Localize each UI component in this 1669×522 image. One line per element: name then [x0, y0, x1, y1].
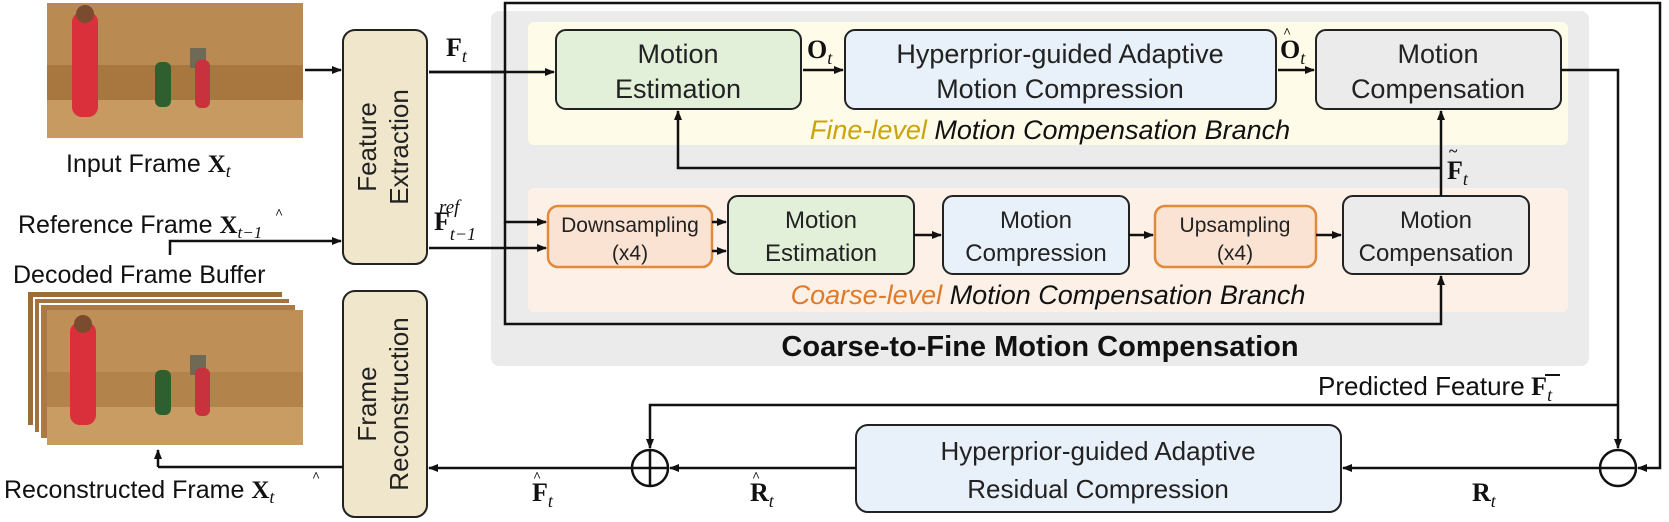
- decoded-frames-stack: [26, 290, 303, 445]
- coarse-motion-estimation-box: Motion Estimation: [727, 195, 915, 275]
- svg-text:Hyperprior-guided Adaptive: Hyperprior-guided Adaptive: [896, 39, 1223, 69]
- svg-text:Motion: Motion: [637, 39, 718, 69]
- reconstructed-frame-label: Reconstructed Frame Xt: [4, 476, 275, 507]
- svg-text:Reconstruction: Reconstruction: [384, 317, 414, 490]
- svg-text:Extraction: Extraction: [384, 89, 414, 205]
- hat-F: ^: [533, 470, 541, 485]
- hat-ref: ^: [275, 207, 283, 222]
- svg-text:Motion Compression: Motion Compression: [936, 74, 1184, 104]
- svg-text:Downsampling: Downsampling: [561, 214, 699, 237]
- svg-text:Upsampling: Upsampling: [1180, 214, 1291, 237]
- coarse-motion-compression-box: Motion Compression: [942, 195, 1130, 275]
- svg-text:(x4): (x4): [612, 242, 648, 265]
- coarse-branch-label: Coarse-level Motion Compensation Branch: [791, 280, 1306, 310]
- feature-extraction-box: Feature Extraction: [342, 29, 428, 265]
- label-F-tilde-t: Ft: [1447, 156, 1469, 189]
- label-F-t: Ft: [446, 33, 468, 66]
- svg-text:Compensation: Compensation: [1351, 74, 1525, 104]
- svg-text:Feature: Feature: [352, 102, 382, 192]
- svg-text:Compensation: Compensation: [1359, 240, 1514, 267]
- hat-R: ^: [752, 470, 760, 485]
- svg-text:Motion: Motion: [1400, 207, 1472, 234]
- svg-text:Motion: Motion: [1397, 39, 1478, 69]
- fine-branch-label: Fine-level Motion Compensation Branch: [810, 115, 1290, 145]
- label-R-hat-t: Rt: [750, 478, 775, 511]
- subtract-operator: [1598, 448, 1638, 488]
- svg-text:Hyperprior-guided Adaptive: Hyperprior-guided Adaptive: [940, 436, 1255, 466]
- frame-reconstruction-box: Frame Reconstruction: [342, 290, 428, 518]
- reference-frame-label: Reference Frame Xt−1: [18, 211, 262, 242]
- c2f-title: Coarse-to-Fine Motion Compensation: [781, 331, 1298, 363]
- svg-text:(x4): (x4): [1217, 242, 1253, 265]
- label-R-t: Rt: [1472, 478, 1497, 511]
- svg-text:Frame: Frame: [352, 366, 382, 441]
- tilde-F: ~: [1449, 143, 1458, 160]
- svg-text:Compression: Compression: [965, 240, 1106, 267]
- label-F-hat-t: Ft: [532, 478, 554, 511]
- input-frame-image: [47, 3, 303, 138]
- fine-motion-estimation-box: Motion Estimation: [555, 29, 802, 110]
- svg-text:Estimation: Estimation: [765, 240, 877, 267]
- input-frame-label: Input Frame Xt: [66, 150, 232, 181]
- fine-motion-compression-box: Hyperprior-guided Adaptive Motion Compre…: [844, 29, 1277, 110]
- upsampling-box: Upsampling (x4): [1153, 204, 1318, 269]
- svg-text:Estimation: Estimation: [615, 74, 741, 104]
- residual-compression-box: Hyperprior-guided Adaptive Residual Comp…: [855, 424, 1342, 513]
- hat-O: ^: [1283, 26, 1291, 41]
- coarse-motion-compensation-box: Motion Compensation: [1342, 195, 1530, 275]
- label-O-hat-t: Ot: [1280, 35, 1306, 68]
- add-operator: [630, 448, 670, 488]
- label-O-t: Ot: [807, 35, 833, 68]
- svg-text:Residual Compression: Residual Compression: [967, 474, 1229, 504]
- decoded-buffer-label: Decoded Frame Buffer: [13, 261, 265, 289]
- fine-motion-compensation-box: Motion Compensation: [1315, 29, 1562, 110]
- svg-text:Motion: Motion: [1000, 207, 1072, 234]
- svg-text:Motion: Motion: [785, 207, 857, 234]
- downsampling-box: Downsampling (x4): [546, 204, 714, 269]
- label-F-ref: Ft−1ref: [434, 197, 476, 244]
- hat-recon: ^: [312, 470, 320, 485]
- connections: [154, 1, 1662, 472]
- predicted-feature-label: Predicted Feature Ft: [1318, 371, 1553, 405]
